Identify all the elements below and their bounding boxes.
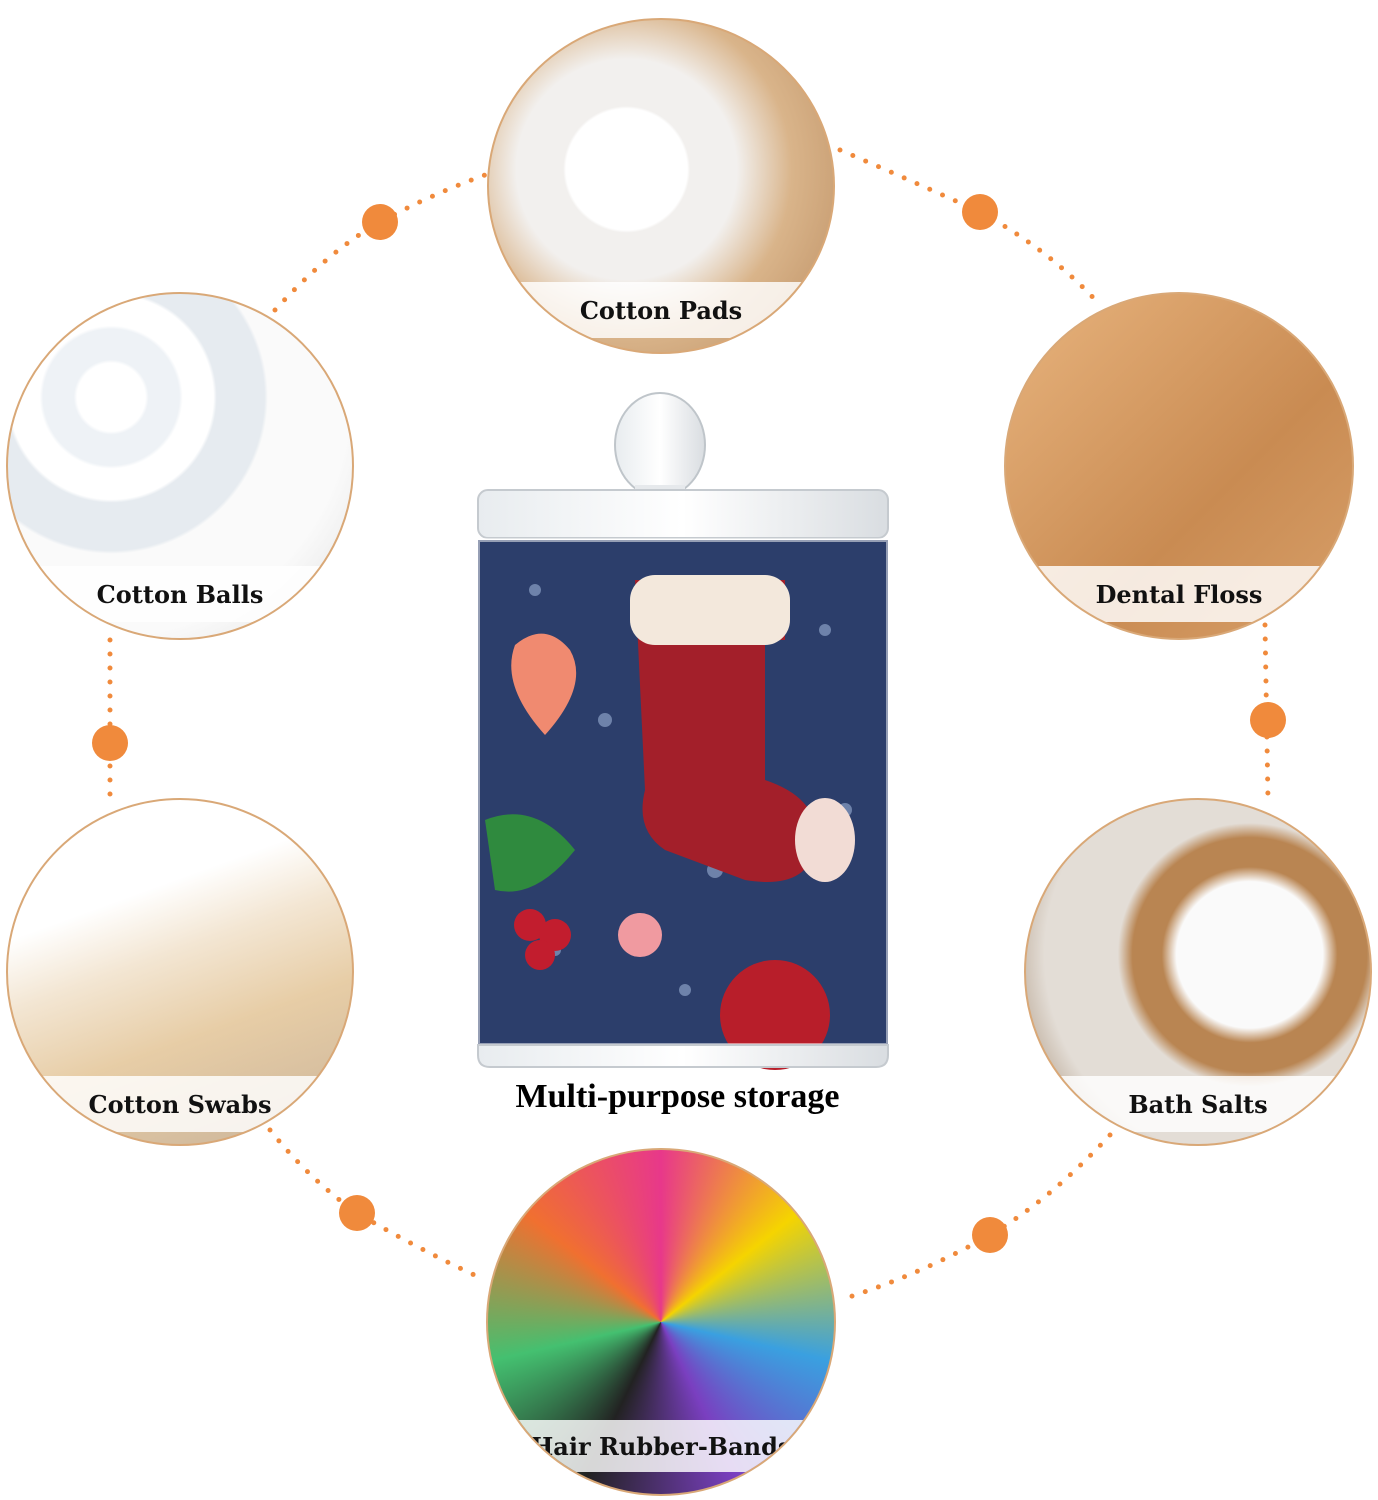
- dot: [339, 1195, 375, 1231]
- jar-knob: [614, 392, 706, 498]
- item-label: Cotton Pads: [579, 295, 743, 325]
- item-label: Dental Floss: [1095, 579, 1263, 609]
- item-cotton-swabs: Cotton Swabs: [6, 798, 354, 1146]
- item-label: Cotton Balls: [96, 579, 264, 609]
- dot: [1250, 702, 1286, 738]
- item-dental-floss: Dental Floss: [1004, 292, 1354, 640]
- item-label: Bath Salts: [1128, 1089, 1268, 1119]
- heart: [511, 633, 577, 735]
- item-cotton-balls: Cotton Balls: [6, 292, 354, 640]
- holly-leaf: [485, 814, 575, 892]
- stocking: [635, 580, 817, 882]
- storage-jar: [476, 392, 890, 1070]
- dot: [362, 204, 398, 240]
- dot: [92, 725, 128, 761]
- jar-base: [477, 1044, 889, 1068]
- item-bath-salts: Bath Salts: [1024, 798, 1372, 1146]
- dot: [972, 1217, 1008, 1253]
- dot: [962, 194, 998, 230]
- caption: Multi-purpose storage: [515, 1078, 840, 1115]
- item-label: Hair Rubber-Bands: [530, 1431, 792, 1461]
- jar-lid: [477, 489, 889, 539]
- item-hair-rubber-bands: Hair Rubber-Bands: [486, 1148, 836, 1496]
- item-cotton-pads: Cotton Pads: [487, 18, 835, 354]
- item-label: Cotton Swabs: [88, 1089, 272, 1119]
